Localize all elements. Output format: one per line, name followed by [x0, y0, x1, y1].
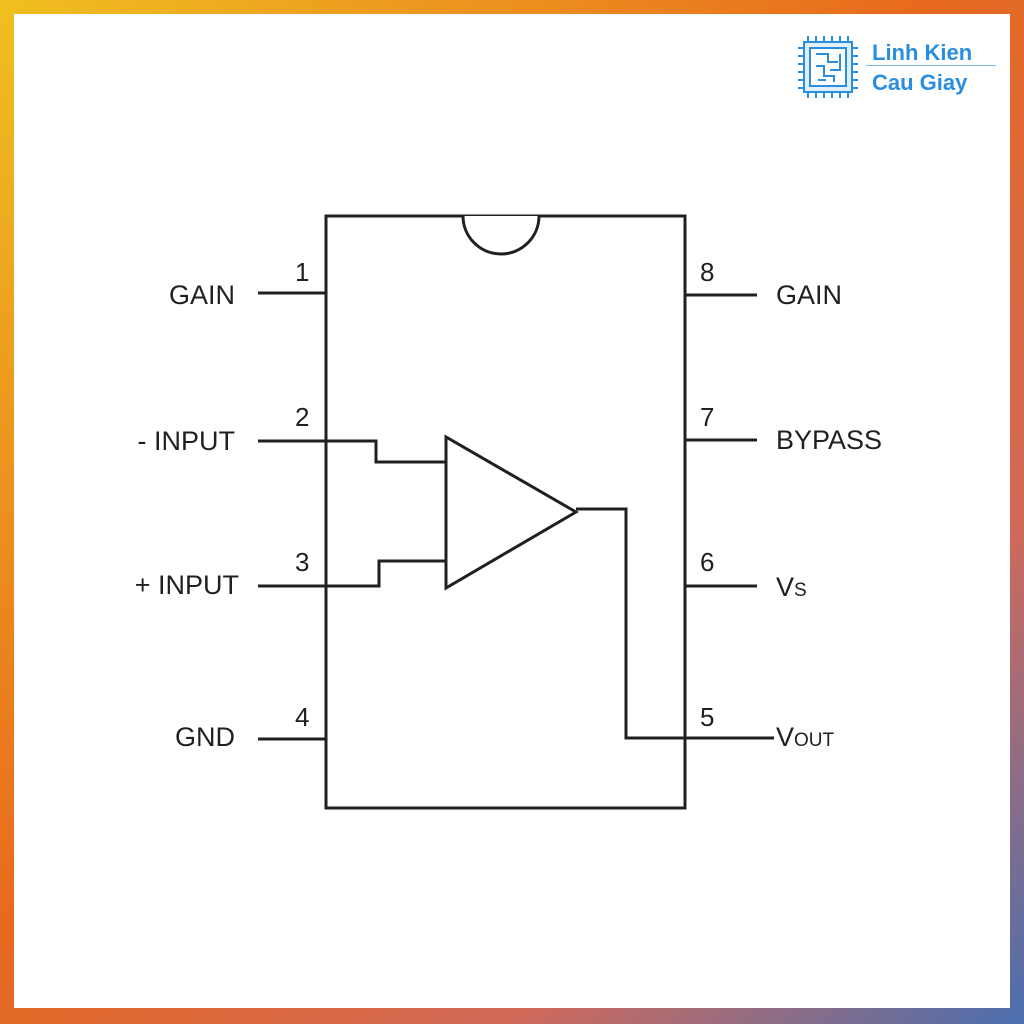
- pin-7-label: BYPASS: [776, 425, 883, 455]
- pin-1-number: 1: [295, 257, 310, 287]
- pin-3-number: 3: [295, 547, 310, 577]
- pin-6-label-main: V: [776, 572, 795, 602]
- pin-2-label: - INPUT: [137, 426, 236, 456]
- pin-3-label: + INPUT: [134, 570, 239, 600]
- pin-4-label: GND: [175, 722, 235, 752]
- ic-notch: [461, 215, 541, 256]
- pin-4-number: 4: [295, 702, 310, 732]
- wire-plus-input: [326, 559, 446, 588]
- pin-5-label-subscript: OUT: [794, 730, 835, 751]
- circuit-chip-icon: [798, 36, 858, 98]
- wire-output: [576, 507, 685, 740]
- ic-package-body: [324, 214, 687, 810]
- pin-6-label-subscript: S: [794, 580, 807, 601]
- pin-8-label: GAIN: [776, 280, 843, 310]
- pin-6-label: VS: [776, 574, 807, 601]
- pin-2-number: 2: [295, 402, 310, 432]
- brand-name: Linh Kien Cau Giay: [872, 42, 972, 94]
- pin-5-label: VOUT: [776, 724, 834, 751]
- wire-minus-input: [326, 439, 446, 464]
- pin-5-label-main: V: [776, 722, 795, 752]
- ic-schematic: [258, 214, 774, 810]
- brand-line-1: Linh Kien: [872, 40, 973, 65]
- pin-6-number: 6: [700, 547, 715, 577]
- pin-1-label: GAIN: [168, 280, 235, 310]
- pin-5-number: 5: [700, 702, 715, 732]
- brand-line-2: Cau Giay: [872, 70, 968, 95]
- op-amp-triangle: [444, 434, 579, 591]
- brand-divider: [866, 65, 996, 66]
- pin-7-number: 7: [700, 402, 715, 432]
- diagram-canvas: Linh Kien Cau Giay 1 2 3 4: [14, 14, 1010, 1008]
- pin-8-number: 8: [700, 257, 715, 287]
